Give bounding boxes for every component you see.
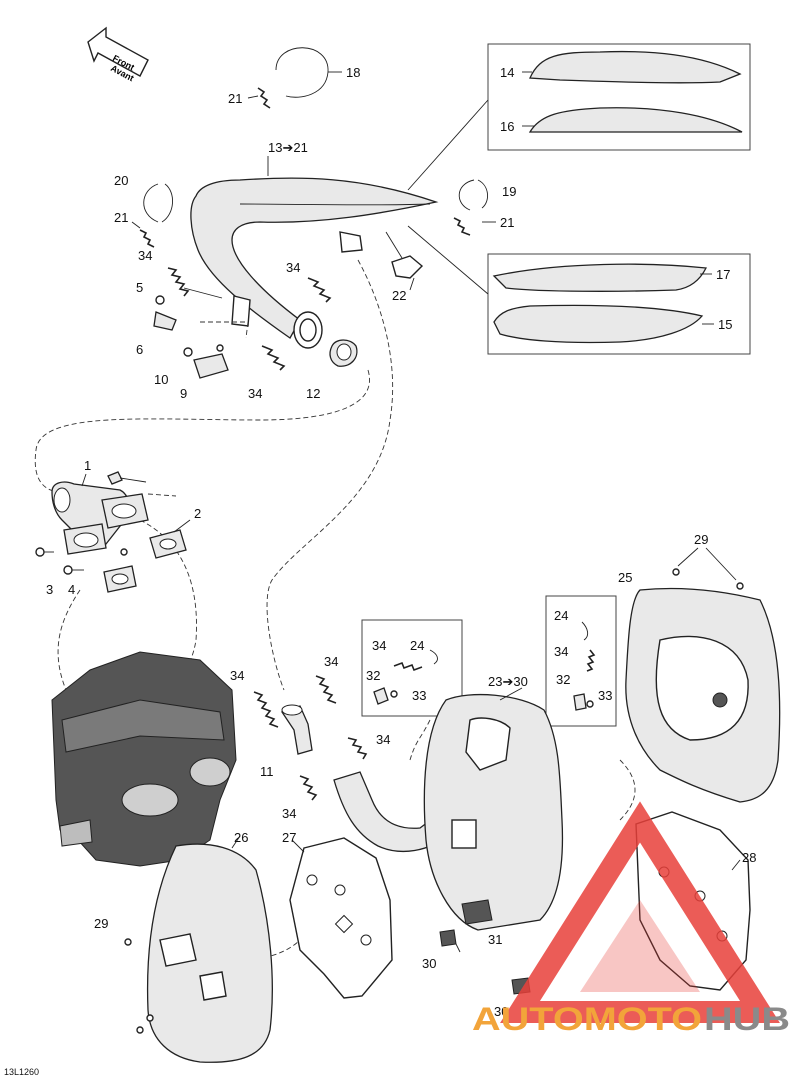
callout-3: 3 [46,582,53,597]
callout-13: 13➔21 [268,140,308,155]
callout-33b: 33 [598,688,612,703]
callout-1: 1 [84,458,91,473]
callout-29b: 29 [94,916,108,931]
callout-34d: 34 [372,638,386,653]
callout-28: 28 [742,850,756,865]
heat-shield-detail-box [487,43,751,151]
callout-6: 6 [136,342,143,357]
callout-32a: 32 [366,668,380,683]
callout-34b: 34 [286,260,300,275]
callout-21b: 21 [114,210,128,225]
engine-block [51,651,237,867]
retaining-ring-18 [247,47,342,109]
spring-detail-box-right [545,595,617,727]
callout-21c: 21 [500,215,514,230]
callout-12: 12 [306,386,320,401]
automotohub-watermark-logo [500,801,780,1023]
callout-34a: 34 [138,248,152,263]
callout-5: 5 [136,280,143,295]
front-direction-arrow: Front Avant [87,26,149,83]
gasket-2 [103,529,187,593]
heat-shield-detail-box-lower [487,253,751,355]
heat-shield-27 [289,837,393,999]
callout-33a: 33 [412,688,426,703]
callout-4: 4 [68,582,75,597]
callout-18: 18 [346,65,360,80]
callout-29a: 29 [694,532,708,547]
watermark-text-automoto: AUTOMOTO [472,1001,702,1037]
callout-34h: 34 [376,732,390,747]
callout-26: 26 [234,830,248,845]
callout-34c: 34 [248,386,262,401]
callout-labels: 18 21 13➔21 14 16 20 21 19 21 34 34 5 22… [46,65,756,1019]
silencer-cover-26 [146,843,273,1063]
callout-34f: 34 [230,668,244,683]
callout-11: 11 [260,764,274,779]
callout-15: 15 [718,317,732,332]
watermark-text-hub: HUB [704,1001,790,1037]
heat-shield-16 [522,107,743,133]
callout-16: 16 [500,119,514,134]
callout-2: 2 [194,506,201,521]
tuned-pipe-13 [190,177,439,349]
callout-21a: 21 [228,91,242,106]
silencer-cover-25 [625,587,781,803]
callout-27: 27 [282,830,296,845]
callout-14: 14 [500,65,514,80]
callout-23: 23➔30 [488,674,528,689]
heat-shield-15 [493,304,714,344]
callout-17: 17 [716,267,730,282]
callout-34g: 34 [324,654,338,669]
callout-19: 19 [502,184,516,199]
callout-9: 9 [180,386,187,401]
heat-shield-17 [492,263,712,292]
callout-30b: 30 [494,1004,508,1019]
callout-32b: 32 [556,672,570,687]
callout-34i: 34 [282,806,296,821]
callout-22: 22 [392,288,406,303]
heat-shield-14 [522,50,742,84]
silencer-23 [423,693,564,931]
callout-24a: 24 [554,608,568,623]
callout-34e: 34 [554,644,568,659]
watermark-text: AUTOMOTO HUB [472,1001,790,1037]
exhaust-manifold-1 [51,481,149,555]
callout-24b: 24 [410,638,424,653]
spring-detail-box-left [361,619,463,717]
drawing-code: 13L1260 [4,1067,39,1077]
callout-10: 10 [154,372,168,387]
callout-20: 20 [114,173,128,188]
callout-30a: 30 [422,956,436,971]
callout-25: 25 [618,570,632,585]
callout-31: 31 [488,932,502,947]
